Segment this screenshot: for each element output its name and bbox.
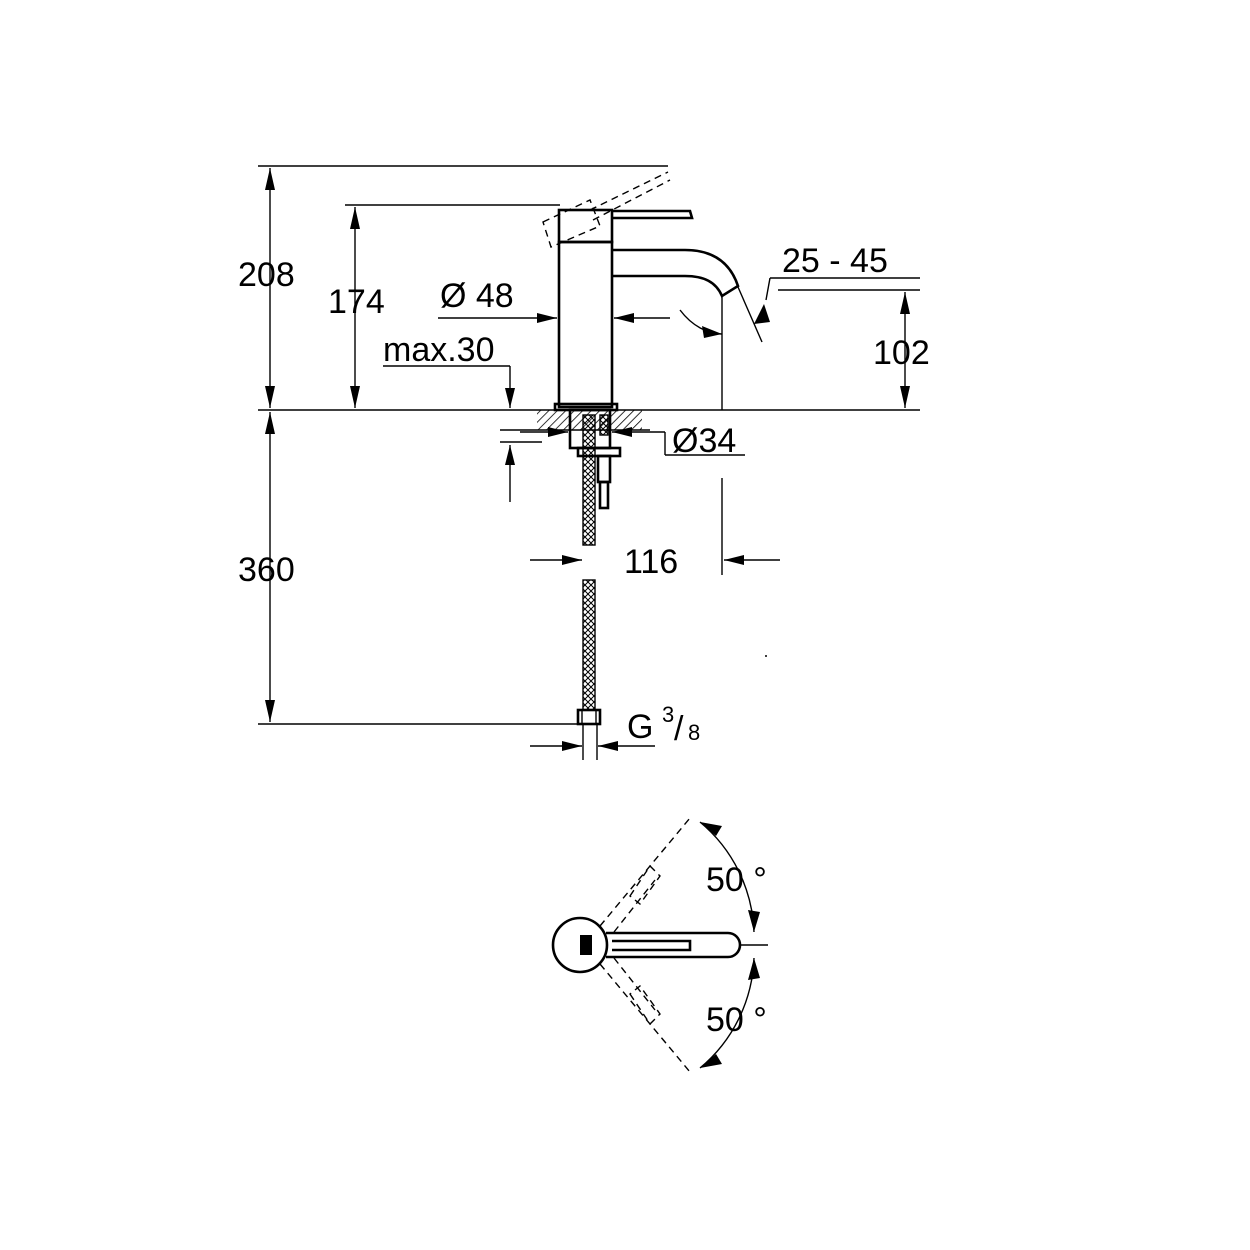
dimension-d48 <box>438 313 670 323</box>
dimension-360 <box>265 412 275 722</box>
dimension-102 <box>778 289 920 408</box>
label-thread-num: 3 <box>662 702 674 727</box>
body-circle <box>551 916 609 974</box>
dimension-max30 <box>383 365 515 502</box>
angle-arc-up <box>699 821 760 933</box>
dimension-208 <box>265 168 275 408</box>
label-d48: Ø 48 <box>440 277 514 315</box>
label-thread-sep: / <box>674 710 684 748</box>
faucet-body <box>542 171 740 412</box>
label-d34: Ø34 <box>672 422 736 460</box>
lever-dashed-down <box>599 957 691 1073</box>
lever-dashed-up <box>599 817 691 933</box>
label-360: 360 <box>238 551 295 589</box>
label-max30: max.30 <box>383 331 495 369</box>
label-angle-up: 50 ° <box>706 861 767 899</box>
label-102: 102 <box>873 334 930 372</box>
outlet-mark <box>580 935 592 955</box>
label-174: 174 <box>328 283 385 321</box>
angle-arc-down <box>699 957 760 1069</box>
flow-angle-indicator <box>679 277 920 410</box>
supply-hoses <box>576 414 612 760</box>
dimension-thread <box>530 741 655 751</box>
lever-top <box>606 931 742 959</box>
dimension-116 <box>530 478 780 575</box>
raised-lever-outline <box>542 171 671 248</box>
dimension-174 <box>350 207 360 408</box>
label-25-45: 25 - 45 <box>782 242 888 280</box>
label-thread-g: G <box>627 708 653 746</box>
top-view: 50 ° 50 ° <box>551 817 768 1073</box>
label-thread-den: 8 <box>688 720 700 745</box>
lever-inner <box>612 939 692 952</box>
label-208: 208 <box>238 256 295 294</box>
side-view: 208 174 Ø 48 25 - 45 102 max.30 Ø34 360 … <box>238 165 930 760</box>
dimension-d34 <box>520 427 745 456</box>
stray-dot <box>765 655 767 657</box>
label-116: 116 <box>624 543 678 581</box>
label-angle-down: 50 ° <box>706 1001 767 1039</box>
